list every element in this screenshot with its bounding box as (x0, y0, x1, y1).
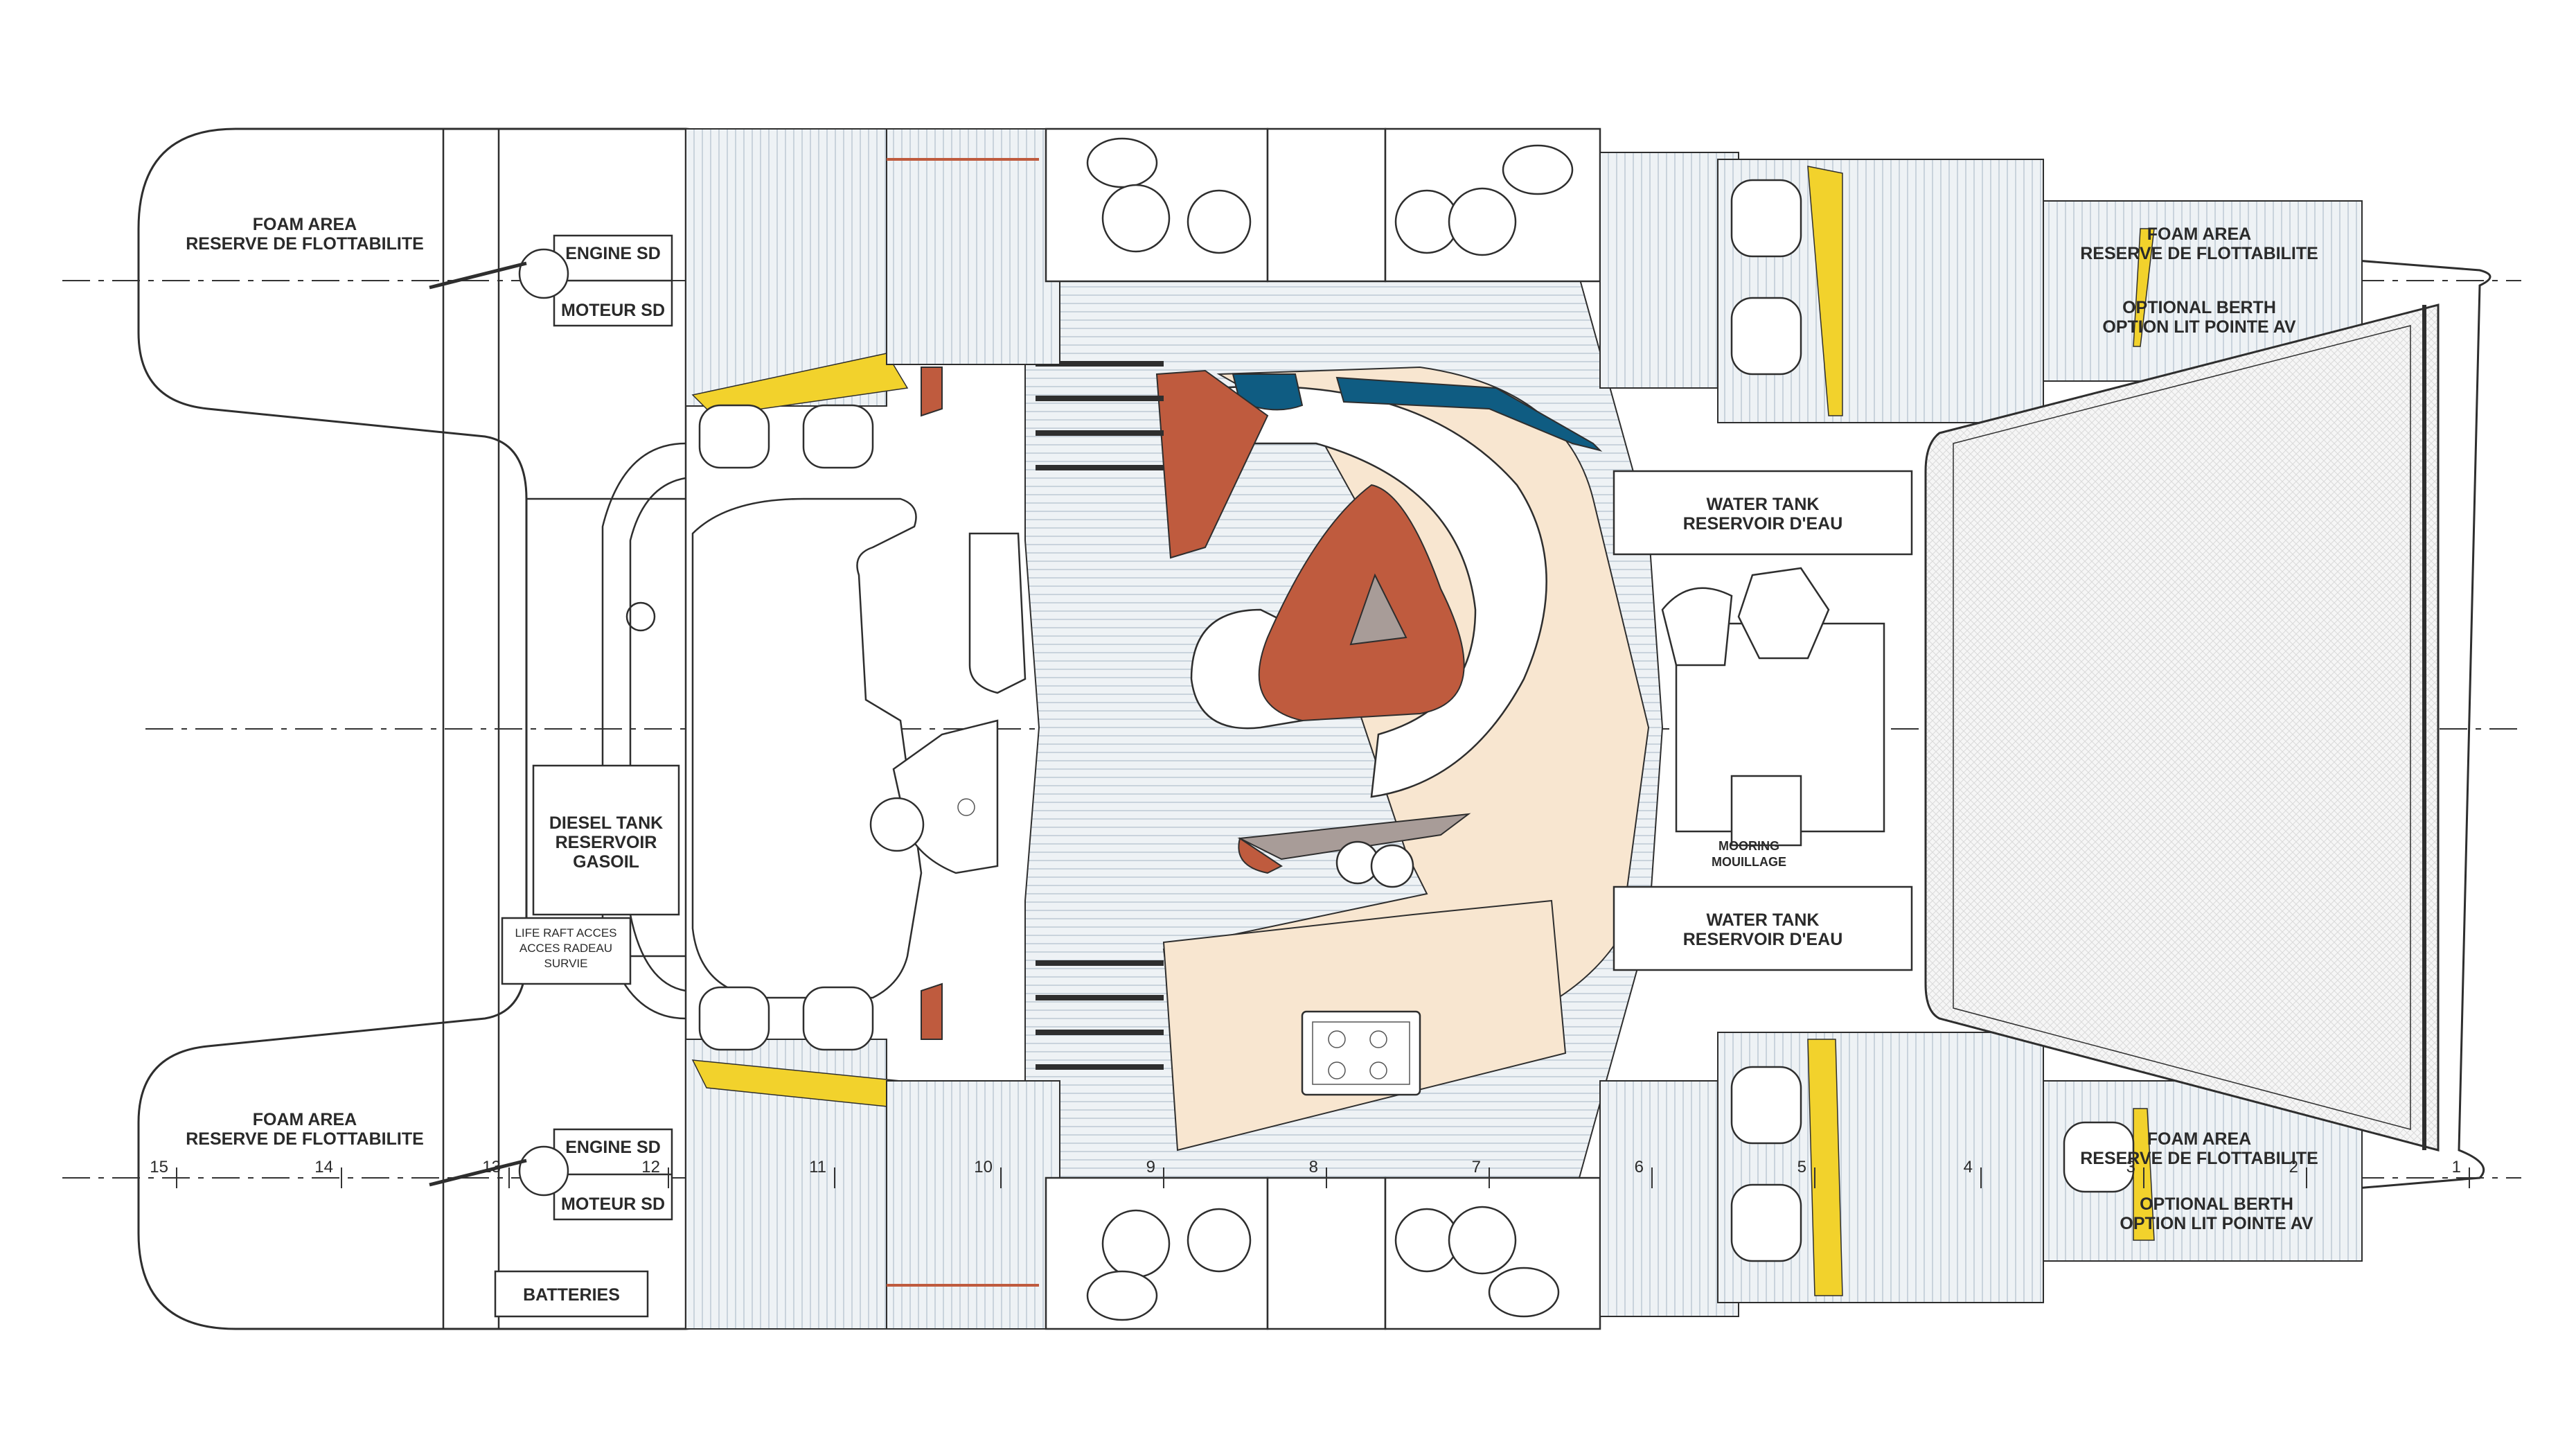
label-reserve-bl: RESERVE DE FLOTTABILITE (186, 1129, 424, 1149)
label-liferaft-2: ACCES RADEAU (519, 942, 612, 955)
label-diesel-2: RESERVOIR (556, 833, 657, 852)
label-diesel-3: GASOIL (573, 852, 639, 872)
station-ticks: 15 14 13 12 11 10 9 8 7 6 5 4 3 2 1 (150, 1158, 2470, 1188)
station-number: 1 (2452, 1158, 2461, 1176)
label-liferaft-1: LIFE RAFT ACCES (515, 926, 616, 940)
label-liferaft-3: SURVIE (544, 957, 588, 970)
label-foam-area-tr: FOAM AREA (2147, 224, 2251, 244)
label-engine-bottom: ENGINE SD (565, 1138, 661, 1157)
label-reserve-br: RESERVE DE FLOTTABILITE (2080, 1149, 2318, 1168)
stairs (1036, 361, 1164, 1070)
label-berth-top-1: OPTIONAL BERTH (2122, 298, 2276, 317)
station-number: 4 (1964, 1158, 1973, 1176)
label-water-bottom-1: WATER TANK (1707, 910, 1820, 930)
station-number: 3 (2126, 1158, 2135, 1176)
label-berth-bottom-2: OPTION LIT POINTE AV (2120, 1214, 2313, 1233)
station-number: 11 (809, 1158, 826, 1176)
rudder-bottom (518, 1145, 569, 1197)
label-water-bottom-2: RESERVOIR D'EAU (1683, 930, 1843, 949)
label-water-top-1: WATER TANK (1707, 495, 1820, 514)
label-foam-area-br: FOAM AREA (2147, 1129, 2251, 1149)
label-reserve-tl: RESERVE DE FLOTTABILITE (186, 234, 424, 254)
label-water-top-2: RESERVOIR D'EAU (1683, 514, 1843, 534)
label-moteur-bottom: MOTEUR SD (561, 1194, 665, 1214)
nav-station (1237, 813, 1471, 1096)
station-number: 6 (1635, 1158, 1644, 1176)
label-reserve-tr: RESERVE DE FLOTTABILITE (2080, 244, 2318, 263)
aft-cockpit (526, 442, 1027, 1020)
station-number: 14 (314, 1158, 333, 1176)
station-number: 13 (482, 1158, 501, 1176)
label-berth-bottom-1: OPTIONAL BERTH (2140, 1194, 2293, 1214)
aft-cushions (698, 404, 874, 1051)
diesel-tank-box (532, 764, 680, 916)
cabins-top (886, 127, 1739, 417)
rudder-top (518, 248, 569, 299)
aft-deck-top (685, 128, 887, 407)
label-diesel-1: DIESEL TANK (549, 813, 663, 833)
station-number: 12 (641, 1158, 660, 1176)
station-number: 10 (974, 1158, 993, 1176)
station-number: 9 (1146, 1158, 1155, 1176)
batteries-box (494, 1270, 649, 1318)
label-moteur-top: MOTEUR SD (561, 301, 665, 320)
station-number: 2 (2289, 1158, 2298, 1176)
label-batteries: BATTERIES (523, 1285, 620, 1305)
forward-lockers (1613, 470, 1913, 971)
liferaft-box (501, 917, 632, 985)
dinette (1155, 369, 1603, 798)
yellow-panel-aft-top (691, 353, 909, 416)
station-number: 7 (1472, 1158, 1481, 1176)
cabins-bottom (886, 982, 1739, 1330)
label-foam-area-bl: FOAM AREA (253, 1110, 357, 1129)
label-berth-top-2: OPTION LIT POINTE AV (2102, 317, 2296, 337)
label-engine-top: ENGINE SD (565, 244, 661, 263)
station-number: 15 (150, 1158, 168, 1176)
station-number: 5 (1797, 1158, 1806, 1176)
label-mooring-1: MOORING (1718, 839, 1779, 853)
station-number: 8 (1309, 1158, 1318, 1176)
label-foam-area-tl: FOAM AREA (253, 215, 357, 234)
labels: FOAM AREA RESERVE DE FLOTTABILITE FOAM A… (186, 215, 2318, 1305)
trampoline (1924, 303, 2440, 1152)
label-mooring-2: MOUILLAGE (1712, 855, 1786, 869)
